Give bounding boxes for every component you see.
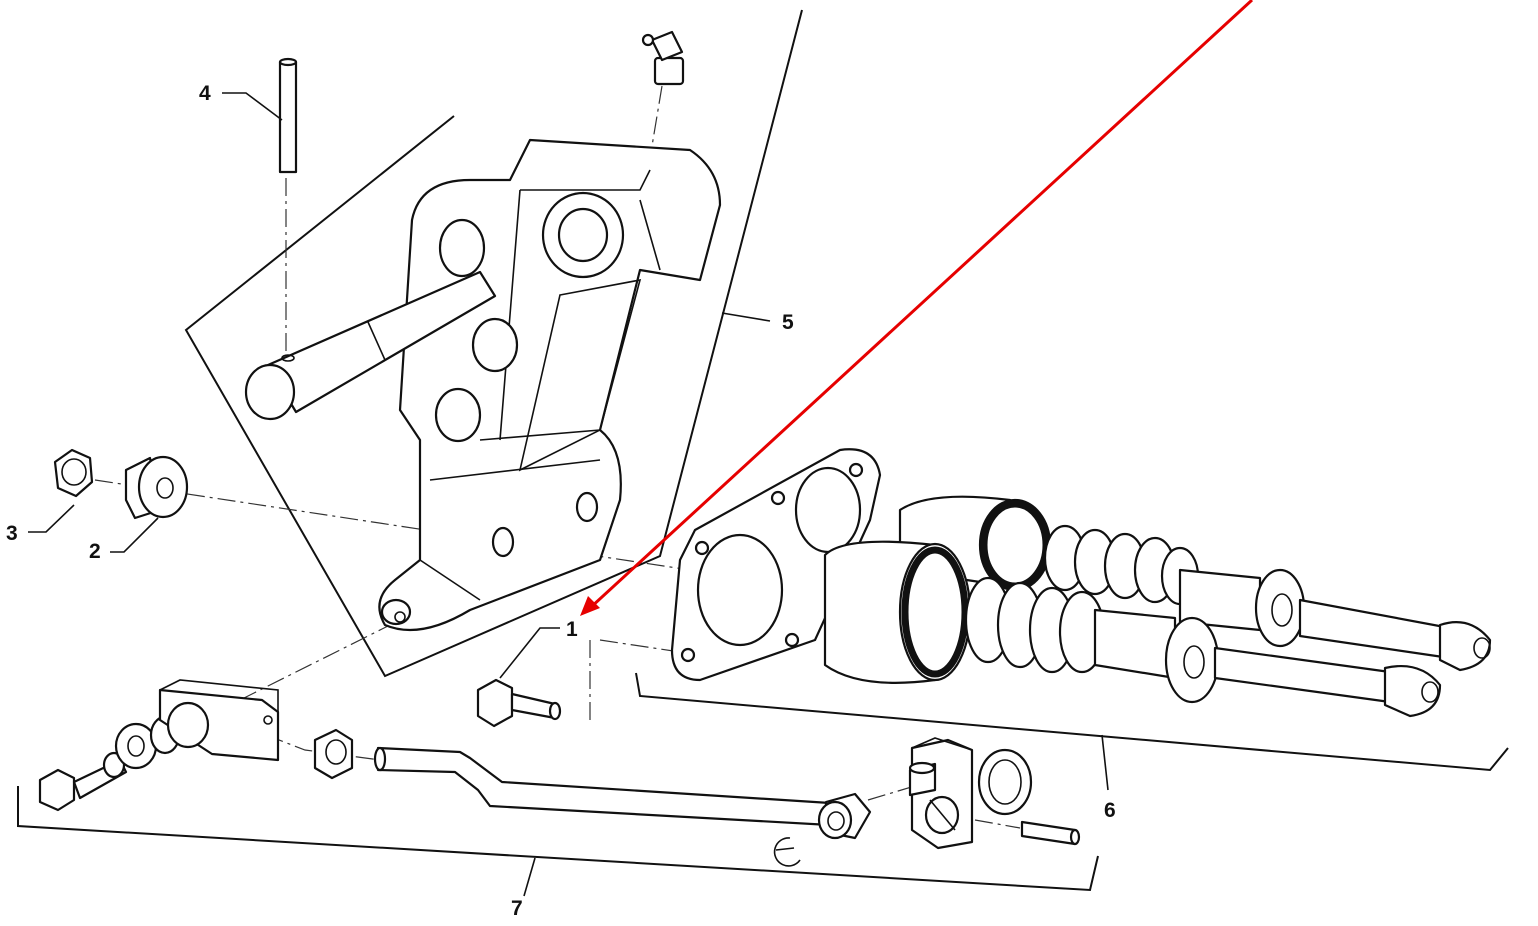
group-5-frame [184,9,803,678]
callout-6: 6 [1104,799,1116,822]
group-7-frame [17,786,1099,897]
part-6-spring-assembly [670,448,1492,718]
rear-spring [1043,524,1200,606]
callout-7: 7 [511,897,523,920]
callout-4: 4 [199,82,211,105]
front-spring [964,576,1106,674]
grease-nipple [641,30,685,86]
part-4-pin [222,57,298,174]
part-1-hex-bolt [476,627,562,728]
group-6-frame [635,672,1509,791]
part-2-flange-bush [110,455,189,553]
part-5-bracket [244,138,722,632]
callout-3: 3 [6,522,18,545]
callout-labels: 1 2 3 4 5 6 7 [6,82,1116,920]
callout-2: 2 [89,540,101,563]
part-7-linkage [38,679,1081,867]
red-pointer-arrow [580,0,1254,616]
center-lines [94,85,1421,829]
callout-5: 5 [782,311,794,334]
part-3-hex-nut [28,448,94,533]
callout-1: 1 [566,618,578,641]
